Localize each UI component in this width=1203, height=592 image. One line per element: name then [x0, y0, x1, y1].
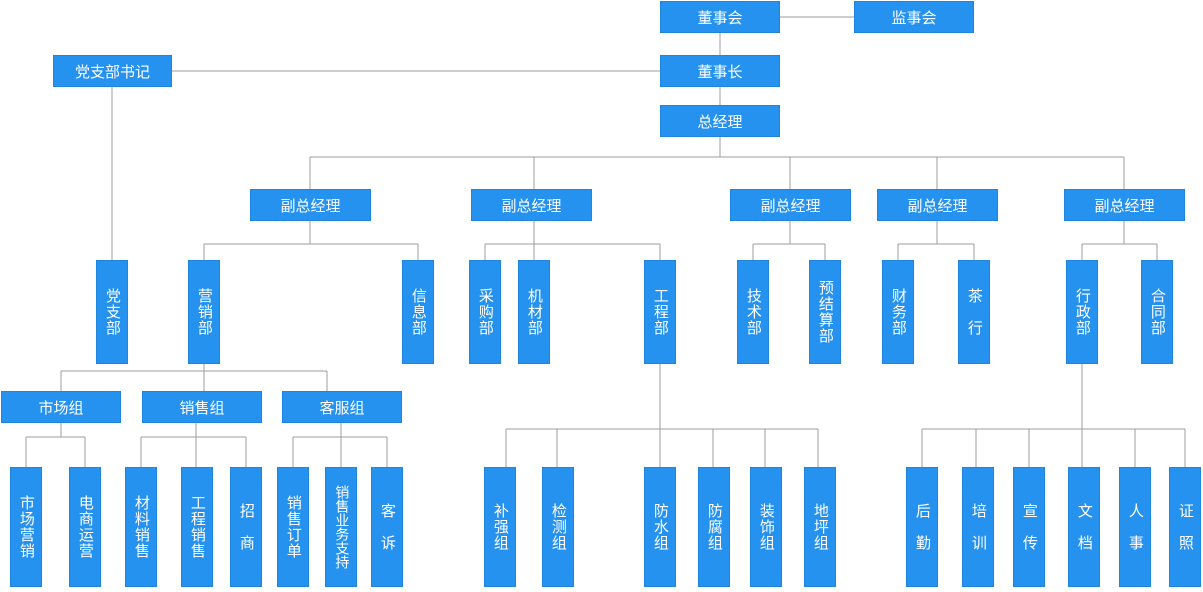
sales-orders-box: 销售订单 [277, 467, 309, 587]
chairman-box: 董事长 [660, 55, 780, 87]
marketing-dept-box: 营销部 [188, 260, 220, 364]
contract-dept-box: 合同部 [1141, 260, 1173, 364]
budget-dept-box: 预结算部 [809, 260, 841, 364]
market-group-box: 市场组 [1, 391, 121, 423]
decoration-group-box: 装饰组 [750, 467, 782, 587]
publicity-box: 宣 传 [1013, 467, 1045, 587]
tech-dept-box: 技术部 [737, 260, 769, 364]
anticorrosion-group-box: 防腐组 [698, 467, 730, 587]
market-marketing-box: 市场营销 [10, 467, 42, 587]
material-sales-box: 材料销售 [125, 467, 157, 587]
vgm-box-2: 副总经理 [471, 189, 592, 221]
equipment-dept-box: 机材部 [518, 260, 550, 364]
supervisors-box: 监事会 [854, 1, 974, 33]
board-box: 董事会 [660, 1, 780, 33]
general-manager-box: 总经理 [660, 105, 780, 137]
personnel-box: 人 事 [1119, 467, 1151, 587]
waterproof-group-box: 防水组 [644, 467, 676, 587]
engineering-sales-box: 工程销售 [181, 467, 213, 587]
investment-box: 招 商 [230, 467, 262, 587]
party-branch-box: 党支部 [96, 260, 128, 364]
sales-support-box: 销售业务支持 [325, 467, 357, 587]
finance-dept-box: 财务部 [882, 260, 914, 364]
vgm-box-3: 副总经理 [730, 189, 851, 221]
certificates-box: 证 照 [1169, 467, 1201, 587]
archives-box: 文 档 [1068, 467, 1100, 587]
testing-group-box: 检测组 [542, 467, 574, 587]
training-box: 培 训 [962, 467, 994, 587]
party-secretary-box: 党支部书记 [53, 55, 172, 87]
logistics-box: 后 勤 [906, 467, 938, 587]
reinforcement-group-box: 补强组 [484, 467, 516, 587]
vgm-box-1: 副总经理 [250, 189, 371, 221]
admin-dept-box: 行政部 [1066, 260, 1098, 364]
engineering-dept-box: 工程部 [644, 260, 676, 364]
procurement-dept-box: 采购部 [469, 260, 501, 364]
flooring-group-box: 地坪组 [804, 467, 836, 587]
tea-shop-box: 茶 行 [958, 260, 990, 364]
complaints-box: 客 诉 [371, 467, 403, 587]
vgm-box-5: 副总经理 [1064, 189, 1185, 221]
info-dept-box: 信息部 [402, 260, 434, 364]
sales-group-box: 销售组 [142, 391, 262, 423]
ecommerce-ops-box: 电商运营 [69, 467, 101, 587]
service-group-box: 客服组 [282, 391, 402, 423]
vgm-box-4: 副总经理 [877, 189, 998, 221]
